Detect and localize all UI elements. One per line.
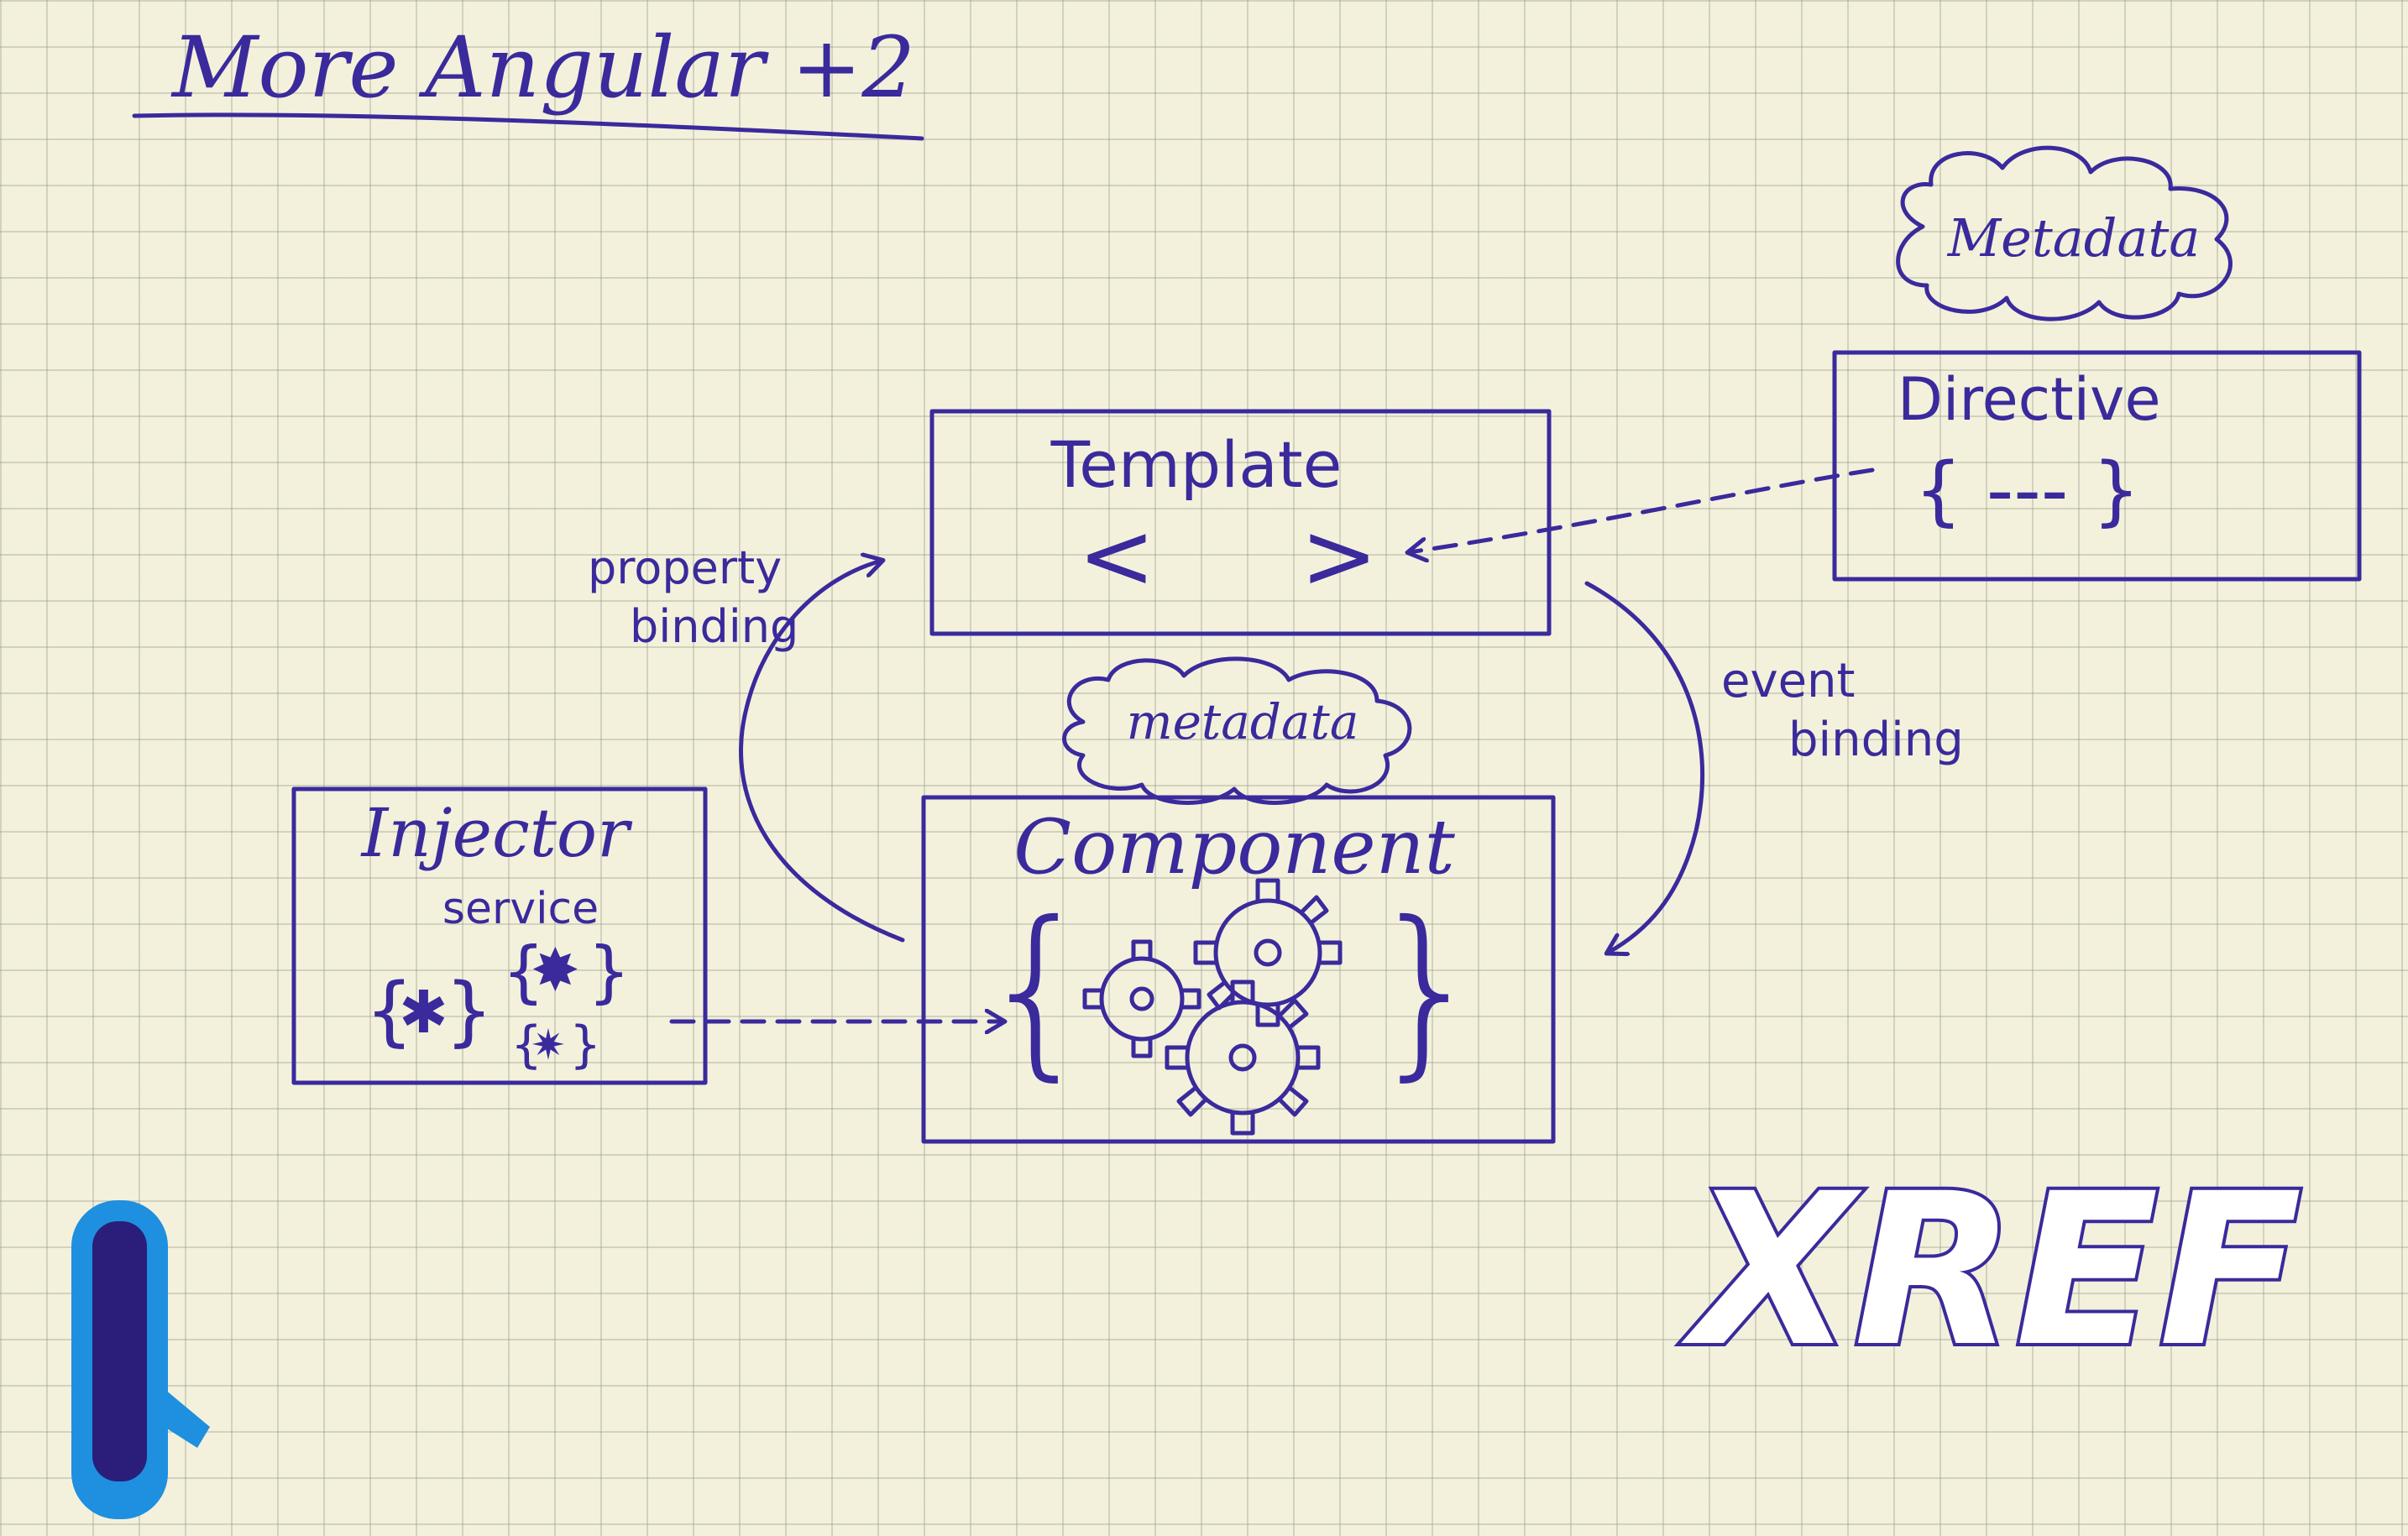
event-binding-label: event binding bbox=[1721, 654, 1964, 767]
event-binding-line-1: event bbox=[1721, 654, 1856, 708]
star-icon: { ✸ } bbox=[502, 933, 631, 1011]
template-glyph-right: > bbox=[1301, 502, 1378, 609]
xref-logo: XREF bbox=[1678, 1145, 2306, 1396]
template-glyph-left: < bbox=[1078, 502, 1155, 609]
svg-text:}: } bbox=[445, 967, 493, 1055]
event-binding-arrow bbox=[1584, 581, 1705, 953]
cloud-outline bbox=[1062, 656, 1412, 805]
template-frame bbox=[929, 409, 1552, 636]
edge-directive-to-template bbox=[1409, 468, 1875, 552]
injector-frame bbox=[291, 786, 708, 1085]
cloud-outline bbox=[1896, 145, 2233, 321]
template-label: Template bbox=[1050, 427, 1343, 502]
dashed-arrow bbox=[1409, 468, 1875, 552]
pen-clip bbox=[151, 1385, 210, 1448]
svg-text:{: { bbox=[365, 967, 413, 1055]
svg-text:}: } bbox=[569, 1016, 601, 1074]
cloud-metadata-top: Metadata bbox=[1896, 145, 2233, 321]
edge-property-binding: property binding bbox=[588, 541, 905, 943]
gear-icon bbox=[1165, 980, 1321, 1136]
svg-text:{: { bbox=[510, 1016, 542, 1074]
template-box: Template < > bbox=[929, 409, 1552, 636]
pen-icon bbox=[71, 1200, 210, 1519]
directive-box: Directive { --- } bbox=[1832, 350, 2362, 582]
edge-event-binding: event binding bbox=[1584, 581, 1964, 953]
cloud-label: Metadata bbox=[1947, 207, 2201, 269]
component-box: Component { } bbox=[921, 795, 1556, 1144]
injector-box: Injector service { ✱ } { ✸ } { ✷ } bbox=[291, 786, 708, 1085]
component-brace-left: { bbox=[978, 882, 1096, 1097]
svg-text:}: } bbox=[588, 933, 631, 1011]
property-binding-arrow bbox=[739, 561, 905, 943]
logo-text: XREF bbox=[1681, 1148, 2302, 1392]
component-label: Component bbox=[1013, 803, 1455, 891]
diagram-title: More Angular +2 bbox=[132, 18, 924, 141]
svg-text:{: { bbox=[502, 933, 545, 1011]
property-binding-line-1: property bbox=[588, 541, 782, 594]
title-text: More Angular +2 bbox=[170, 18, 915, 117]
cloud-metadata-center: metadata bbox=[1062, 656, 1412, 805]
event-binding-line-2: binding bbox=[1788, 713, 1964, 767]
injector-sublabel: service bbox=[442, 884, 599, 934]
gear-icon bbox=[1193, 878, 1343, 1027]
injector-label: Injector bbox=[360, 794, 633, 872]
svg-text:✱: ✱ bbox=[399, 978, 448, 1047]
directive-label: Directive bbox=[1898, 365, 2161, 434]
component-frame bbox=[921, 795, 1556, 1144]
property-binding-label: property binding bbox=[588, 541, 798, 653]
svg-text:✸: ✸ bbox=[531, 936, 580, 1005]
property-binding-line-2: binding bbox=[630, 600, 798, 653]
directive-body: { --- } bbox=[1914, 447, 2140, 535]
directive-frame bbox=[1832, 350, 2362, 582]
gear-icon bbox=[1082, 939, 1201, 1058]
star-icon: { ✱ } bbox=[365, 967, 493, 1055]
cloud-label: metadata bbox=[1127, 693, 1359, 750]
pen-core bbox=[92, 1221, 147, 1481]
title-underline bbox=[132, 112, 924, 141]
component-brace-right: } bbox=[1369, 882, 1486, 1097]
star-icon: { ✷ } bbox=[510, 1016, 601, 1074]
svg-text:✷: ✷ bbox=[531, 1021, 566, 1069]
